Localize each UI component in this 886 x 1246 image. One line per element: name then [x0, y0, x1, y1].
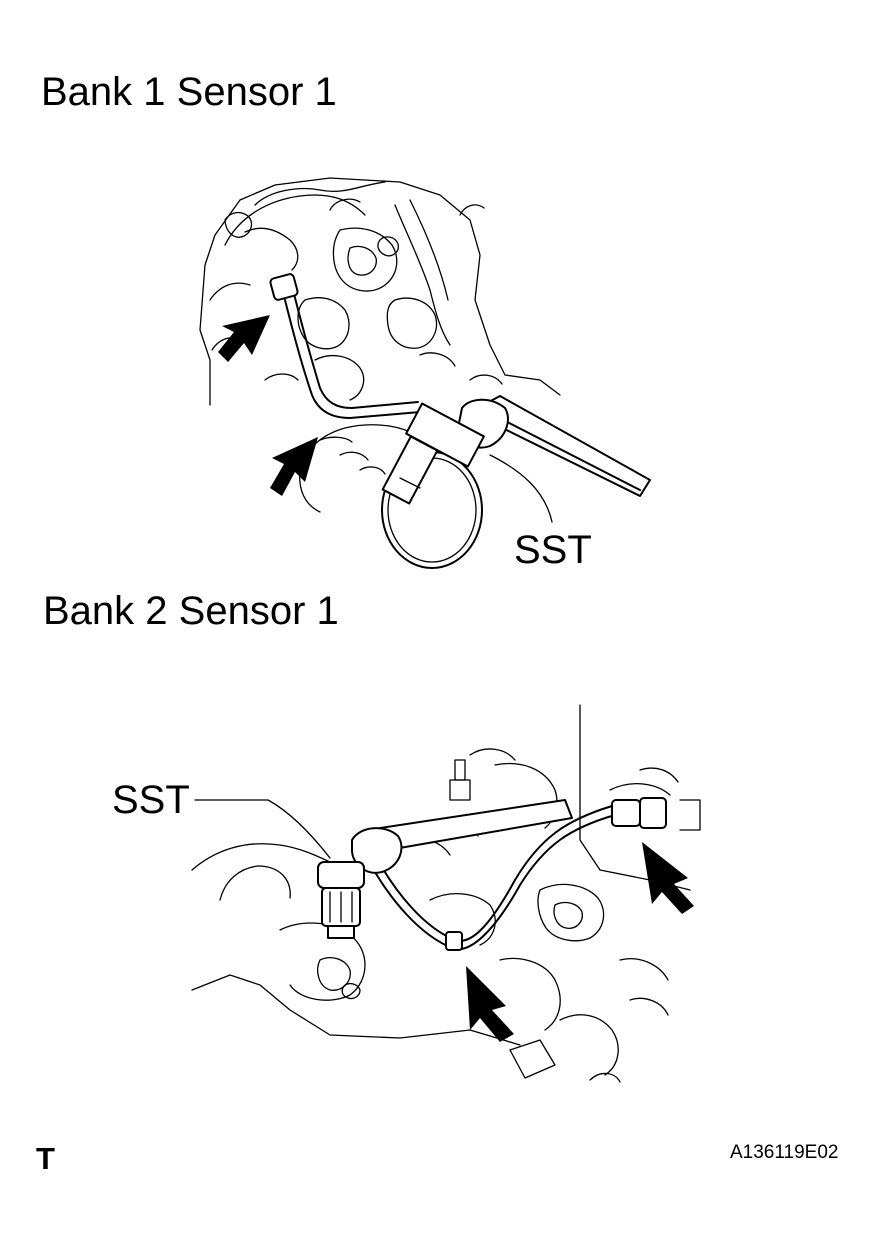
bank-1-sensor-harness	[269, 273, 421, 419]
bank-1-harness-connector	[269, 273, 299, 301]
bank-1-sst-label: SST	[514, 528, 592, 572]
bank-1-sst-leader	[489, 454, 553, 523]
bank-2-sst-label: SST	[112, 778, 190, 822]
bank-2-harness-clip	[445, 931, 463, 951]
bank-1-sst-tool	[381, 395, 651, 505]
bank-2-arrow-clip	[466, 966, 514, 1042]
bank-1-heading: Bank 1 Sensor 1	[41, 70, 337, 114]
bank-1-oxygen-sensor	[381, 435, 439, 505]
bank-1-engine-outline	[199, 177, 561, 513]
bank-2-sst-leader	[194, 799, 331, 859]
bank-1-illustration	[199, 177, 651, 569]
bank-2-sst-tool	[317, 799, 573, 939]
bank-1-arrow-connector	[218, 315, 270, 362]
bank-2-engine-outline	[191, 704, 701, 1083]
bank-2-arrow-connector	[642, 842, 694, 914]
figure-code: A136119E02	[730, 1142, 839, 1163]
bank-2-sensor-harness	[367, 797, 667, 951]
corner-mark: T	[36, 1141, 55, 1176]
bank-2-harness-connector	[611, 799, 641, 827]
bank-1-arrow-clamp	[270, 437, 318, 496]
bank-2-oxygen-sensor	[317, 861, 365, 889]
bank-2-heading: Bank 2 Sensor 1	[43, 589, 339, 633]
